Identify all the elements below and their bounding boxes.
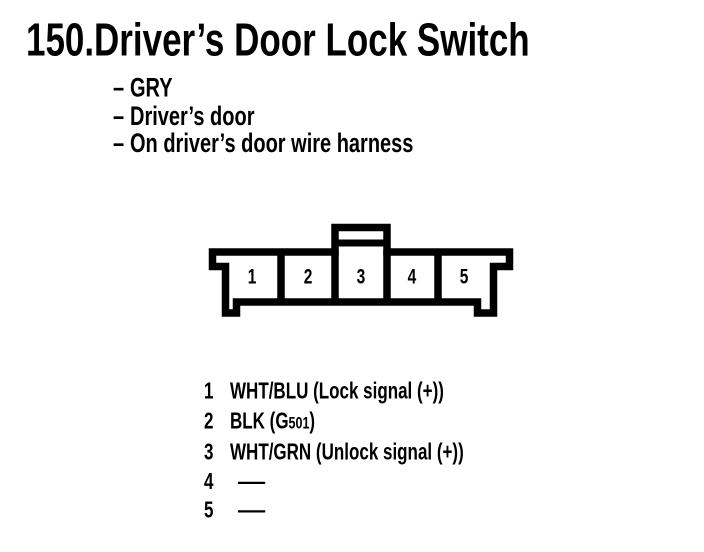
pin-label: WHT/GRN (Unlock signal (+)) <box>230 439 464 465</box>
pin-row: 3 WHT/GRN (Unlock signal (+)) <box>204 438 464 467</box>
connector-diagram: 1 2 3 4 5 <box>208 223 514 317</box>
attribute-list: – GRY – Driver’s door – On driver’s door… <box>113 75 413 159</box>
pin-label: BLK (G501) <box>230 406 315 438</box>
dash-bullet: – <box>113 101 125 132</box>
pin-row: 4 — <box>204 467 464 496</box>
pin-label: — <box>238 497 266 523</box>
pin-number: 1 <box>204 378 214 404</box>
pin-row: 5 — <box>204 496 464 525</box>
pin-row: 1 WHT/BLU (Lock signal (+)) <box>204 377 464 406</box>
dash-bullet: – <box>113 129 125 160</box>
pin-number: 2 <box>204 407 214 434</box>
attribute-text: GRY <box>130 73 173 104</box>
attribute-item: – GRY <box>113 75 413 103</box>
item-number: 150. <box>26 14 95 67</box>
pin-number-label: 4 <box>408 264 417 288</box>
pin-numbers: 1 2 3 4 5 <box>248 264 469 288</box>
pin-row: 2 BLK (G501) <box>204 406 464 438</box>
pin-number: 5 <box>204 497 214 523</box>
attribute-text: On driver’s door wire harness <box>130 129 414 160</box>
dash-bullet: – <box>113 73 125 104</box>
pin-number-label: 1 <box>248 264 257 288</box>
pin-legend: 1 WHT/BLU (Lock signal (+)) 2 BLK (G501)… <box>204 377 464 525</box>
ground-id-subscript: 501 <box>288 412 310 432</box>
pin-number-label: 3 <box>357 264 366 288</box>
pin-label: — <box>238 468 266 494</box>
pin-label: WHT/BLU (Lock signal (+)) <box>230 378 444 404</box>
attribute-text: Driver’s door <box>130 101 255 132</box>
attribute-item: – On driver’s door wire harness <box>113 131 413 159</box>
pin-number: 4 <box>204 468 214 494</box>
attribute-item: – Driver’s door <box>113 103 413 131</box>
pin-number-label: 2 <box>304 264 313 288</box>
pin-label-text: ) <box>309 407 316 434</box>
item-title-text: Driver’s Door Lock Switch <box>94 14 530 67</box>
pin-number-label: 5 <box>460 264 469 288</box>
page-title: 150. Driver’s Door Lock Switch <box>26 17 530 64</box>
pin-label-text: BLK (G <box>230 407 289 434</box>
pin-number: 3 <box>204 439 214 465</box>
